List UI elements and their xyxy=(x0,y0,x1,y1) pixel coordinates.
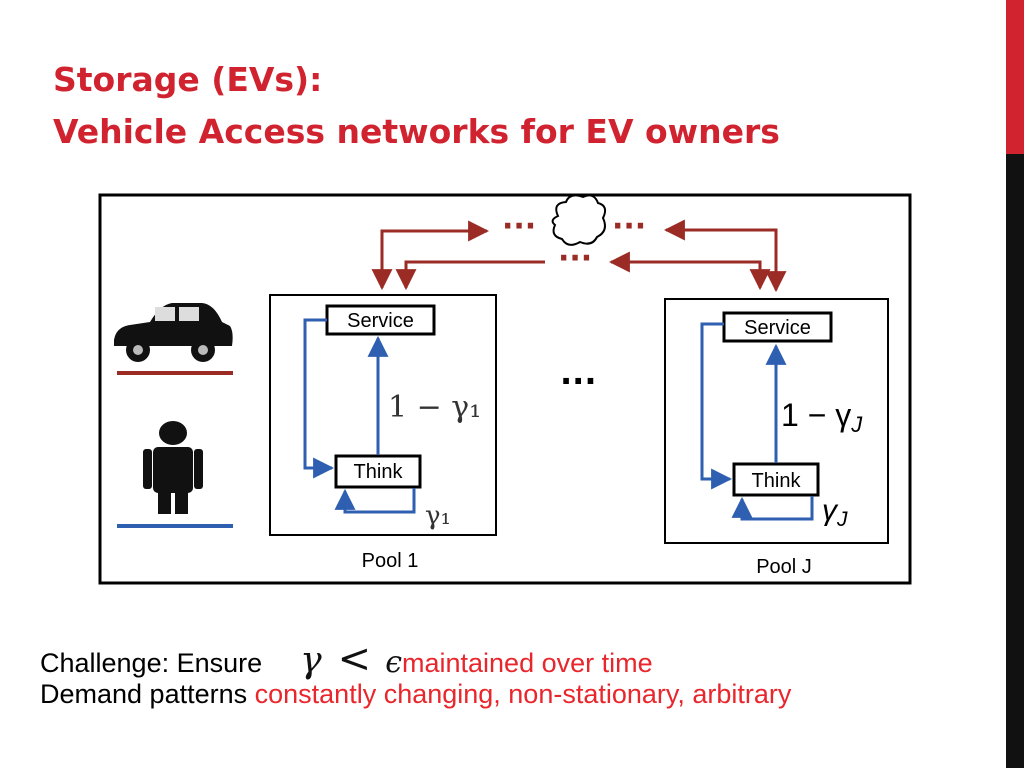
pool-1-flow-arrows xyxy=(303,318,416,514)
car-icon xyxy=(114,303,233,362)
accent-bar-dark xyxy=(1006,154,1024,768)
challenge-suffix: maintained over time xyxy=(402,648,653,678)
challenge-prefix: Challenge: Ensure xyxy=(40,648,263,678)
pool-j-think-box xyxy=(732,462,820,497)
ellipsis-top-right: ··· xyxy=(612,209,646,244)
pool-j-service-label: Service xyxy=(744,317,811,339)
pool-1-service-label: Service xyxy=(347,310,414,332)
demand-suffix: constantly changing, non-stationary, arb… xyxy=(254,679,792,709)
challenge-line: Challenge: Ensure γ < ϵmaintained over time xyxy=(40,636,653,682)
pool-j-box xyxy=(664,298,889,544)
demand-line: Demand patterns constantly changing, non… xyxy=(40,679,791,710)
math-epsilon: ϵ xyxy=(385,645,402,680)
cloud-icon xyxy=(551,194,607,246)
pool-j-service-prob-sub: J xyxy=(850,412,863,437)
ellipsis-between-pools: ··· xyxy=(560,362,596,400)
title-line-1: Storage (EVs): xyxy=(53,60,323,99)
pool-j-think-label: Think xyxy=(752,470,802,492)
person-icon xyxy=(143,421,203,514)
pool-j-service-prob: 1 − γJ xyxy=(781,397,863,437)
slide-title: Storage (EVs): Vehicle Access networks f… xyxy=(53,54,780,158)
ellipsis-middle: ··· xyxy=(558,241,592,276)
pool-1-think-label: Think xyxy=(354,461,404,483)
demand-prefix: Demand patterns xyxy=(40,679,255,709)
pool-j-service-prob-main: 1 − γ xyxy=(781,397,851,433)
math-gamma: γ xyxy=(300,640,322,681)
pool-j-caption: Pool J xyxy=(756,556,812,578)
network-arrows xyxy=(371,219,787,293)
pool-j-flow-arrows xyxy=(700,322,814,521)
ellipsis-top-left: ··· xyxy=(502,209,536,244)
diagram-frame xyxy=(98,193,912,585)
pool-j-think-prob: γJ xyxy=(822,494,848,531)
pool-j-think-prob-sub: J xyxy=(836,508,848,531)
pool-j-think-prob-main: γ xyxy=(822,494,839,527)
pool-1-caption: Pool 1 xyxy=(362,550,419,572)
title-line-2: Vehicle Access networks for EV owners xyxy=(53,112,780,151)
pool-1-box xyxy=(269,294,497,536)
math-less-than: < xyxy=(337,636,372,682)
accent-bar-red xyxy=(1006,0,1024,154)
pool-1-think-box xyxy=(334,454,422,489)
pool-1-think-prob: γ₁ xyxy=(425,501,451,531)
pool-1-service-prob: 1 − γ₁ xyxy=(388,390,481,425)
pool-j-service-box xyxy=(722,311,833,343)
